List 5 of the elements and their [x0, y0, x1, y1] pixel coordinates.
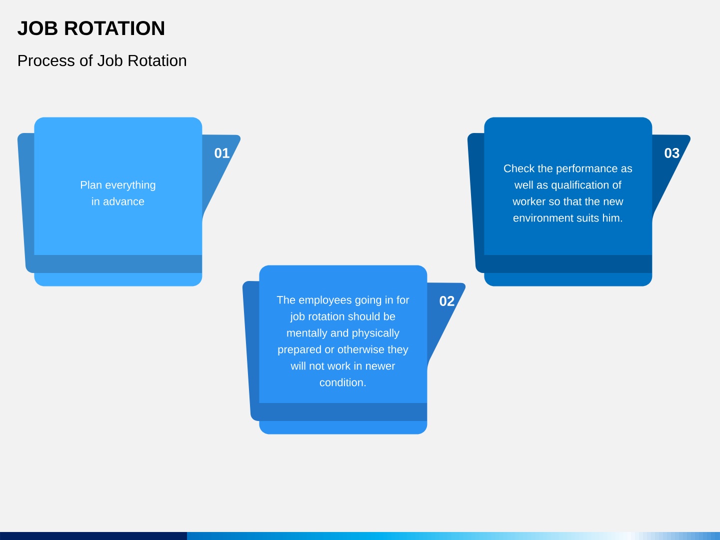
step-number: 03 — [664, 148, 680, 158]
step-number: 02 — [440, 296, 454, 306]
title: JOB ROTATION — [18, 21, 164, 36]
subtitle: Process of Job Rotation — [18, 54, 186, 66]
step-number: 01 — [214, 148, 230, 158]
